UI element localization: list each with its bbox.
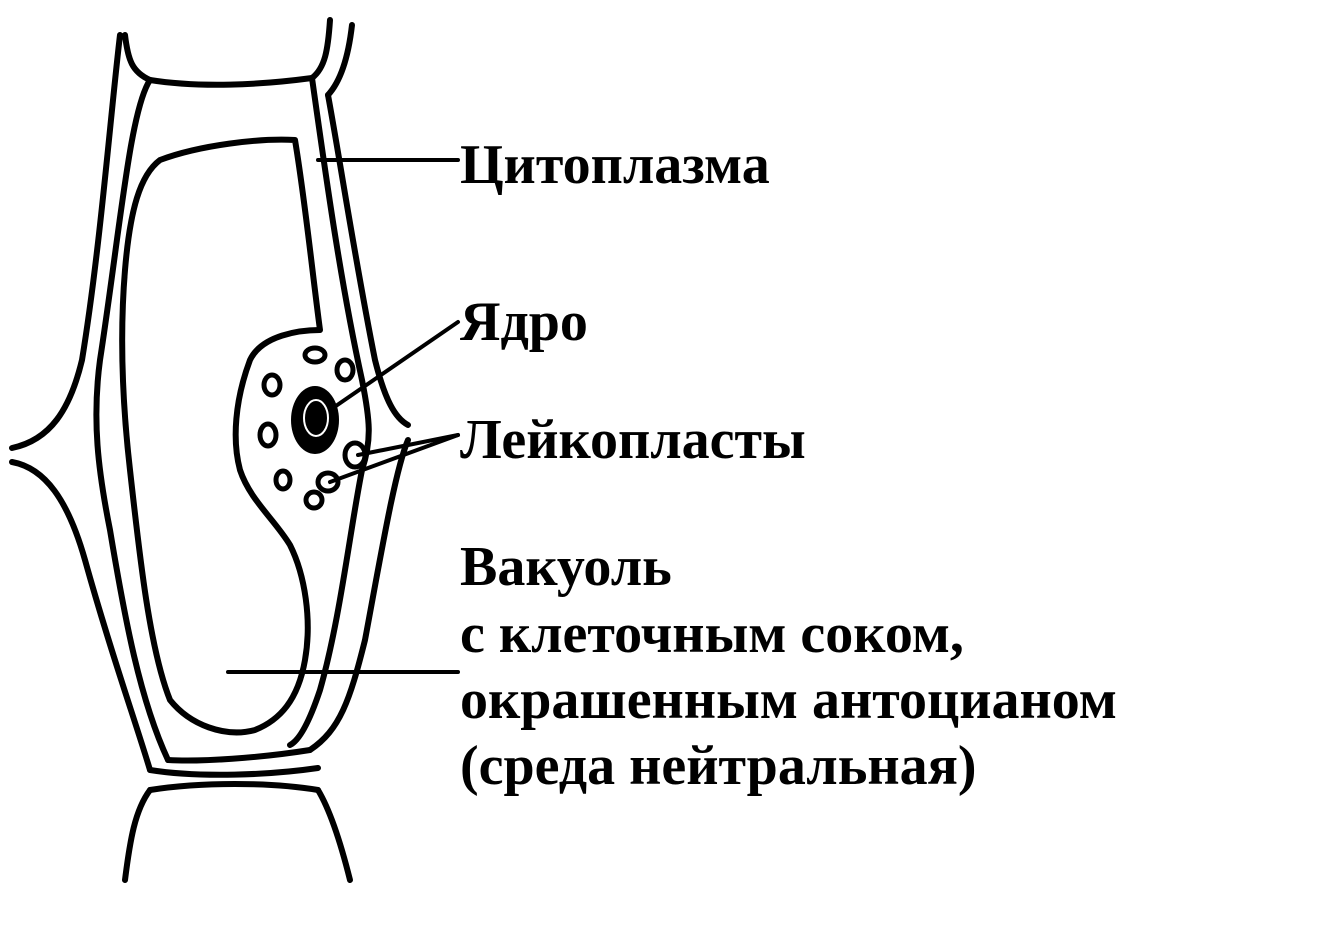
label-vacuole-line2: с клеточным соком,	[460, 603, 964, 665]
leucoplast	[302, 345, 328, 365]
cell-wall-left-lower	[9, 459, 153, 773]
nucleus-nucleolus	[303, 399, 329, 437]
label-vacuole-line1: Вакуоль	[460, 536, 672, 598]
cell-wall-left-outer	[9, 32, 123, 451]
cell-wall-right-outer	[325, 92, 411, 428]
cell-wall-top-left-stub	[122, 32, 153, 83]
cell-wall-bottom-cross	[165, 747, 313, 764]
label-leucoplasts: Лейкопласты	[460, 409, 806, 471]
nucleus-body	[291, 386, 339, 454]
cell-wall-bottom-left-stub	[122, 787, 153, 883]
leader-lines	[226, 158, 460, 674]
cell-wall-bottom-outer	[147, 765, 321, 778]
leader-line-leucoplast-1	[356, 433, 460, 457]
label-cytoplasm: Цитоплазма	[460, 134, 770, 196]
label-nucleus: Ядро	[460, 291, 588, 353]
leucoplast	[273, 468, 293, 492]
vacuole-outline	[119, 136, 323, 736]
cell-wall	[9, 17, 411, 883]
leader-line-leucoplast-2	[328, 433, 460, 484]
labels: Цитоплазма Ядро Лейкопласты Вакуоль с кл…	[460, 134, 1117, 797]
cell-wall-top-right-stub	[309, 17, 333, 81]
cell-wall-top-cross	[147, 75, 315, 88]
leucoplast	[257, 421, 279, 449]
leucoplast	[261, 372, 283, 398]
cell-wall-right-lower	[307, 437, 411, 753]
cell-wall-top-right-outer	[325, 22, 355, 98]
cell-wall-bottom-stub-top	[147, 781, 321, 793]
leucoplast	[303, 489, 325, 511]
label-vacuole-line3: окрашенным антоцианом	[460, 669, 1117, 731]
nucleus	[291, 386, 339, 454]
leucoplast	[334, 357, 356, 383]
label-vacuole-line4: (среда нейтральная)	[460, 735, 977, 797]
cell-wall-bottom-right-stub	[315, 787, 353, 883]
cell-wall-left-inner	[93, 77, 171, 763]
leader-line-nucleus	[328, 320, 460, 412]
leucoplasts	[257, 345, 368, 511]
